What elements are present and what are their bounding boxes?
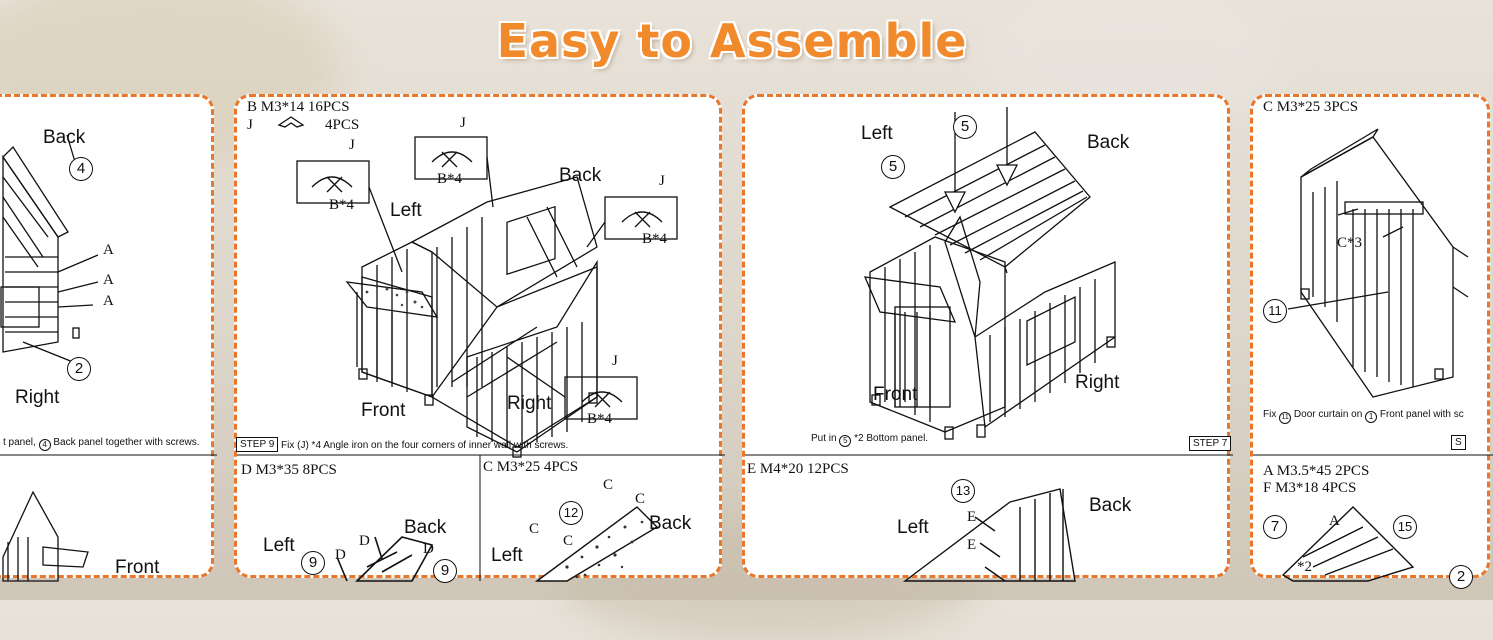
screw-label-d: D (359, 533, 370, 549)
screw-label-a: A (103, 293, 114, 309)
inset-label-j: J (612, 353, 618, 369)
label-back: Back (404, 517, 447, 538)
part-marker-9: 9 (301, 551, 325, 575)
screw-label-d: D (335, 547, 346, 563)
label-front: Front (115, 557, 160, 578)
inset-label-j: J (349, 137, 355, 153)
label-right: Right (1075, 372, 1120, 393)
step-caption: t panel, 4 Back panel together with scre… (3, 437, 200, 451)
step-panel-3: Left 5 5 Back Front Right Put in 5 *2 Bo… (742, 94, 1233, 582)
label-back: Back (559, 165, 602, 186)
inset-label-b4: B*4 (437, 171, 463, 187)
parts-list-c: C M3*25 3PCS (1263, 99, 1359, 115)
step-number: S (1451, 435, 1466, 450)
label-left: Left (491, 545, 523, 566)
screw-label-e: E (967, 509, 977, 525)
inset-label-j: J (659, 173, 665, 189)
step-number: STEP 9 (236, 437, 279, 452)
doghouse-left-wall-drawing (0, 134, 217, 582)
label-front: Front (873, 384, 918, 405)
label-back: Back (1087, 132, 1130, 153)
doghouse-angle-iron-drawing (237, 116, 725, 582)
doghouse-bottom-panel-drawing (745, 107, 1233, 582)
parts-list-b: B M3*14 16PCS (247, 99, 350, 115)
parts-list-j: J (247, 117, 253, 133)
inset-label-b4: B*4 (329, 197, 355, 213)
caption-marker-11: 11 (1279, 412, 1292, 424)
caption-marker-4: 4 (38, 439, 51, 451)
parts-list-e: E M4*20 12PCS (747, 461, 849, 477)
part-marker-15: 15 (1393, 515, 1417, 539)
part-marker-5: 5 (881, 155, 905, 179)
step-panel-2: B M3*14 16PCS J 4PCS J B*4 J B*4 J B*4 J… (234, 94, 725, 583)
label-right: Right (15, 387, 60, 408)
part-marker-5: 5 (953, 115, 977, 139)
screw-label-c: C (603, 477, 614, 493)
step-caption: Fix 11 Door curtain on 1 Front panel wit… (1263, 409, 1464, 424)
screw-label-a: A (103, 272, 114, 288)
parts-list-c: C M3*25 4PCS (483, 459, 579, 475)
caption-marker-5: 5 (839, 435, 852, 447)
screw-label-a: A (1329, 513, 1340, 529)
label-back: Back (649, 513, 692, 534)
label-left: Left (897, 517, 929, 538)
part-marker-2: 2 (1449, 565, 1473, 589)
label-right: Right (507, 393, 552, 414)
caption-marker-1: 1 (1365, 411, 1378, 423)
label-front: Front (361, 400, 406, 421)
parts-list-d: D M3*35 8PCS (241, 462, 337, 478)
part-marker-9: 9 (433, 559, 457, 583)
label-left: Left (390, 200, 422, 221)
part-marker-4: 4 (69, 157, 93, 181)
part-marker-12: 12 (559, 501, 583, 525)
step-number: STEP 7 (1189, 436, 1232, 451)
inset-label-b4: B*4 (587, 411, 613, 427)
label-back: Back (43, 127, 86, 148)
part-marker-7: 7 (1263, 515, 1287, 539)
screw-label-f2: *2 (1297, 559, 1312, 575)
label-back: Back (1089, 495, 1132, 516)
step-caption: Put in 5 *2 Bottom panel. (811, 433, 929, 447)
screw-label-c: C (563, 533, 574, 549)
parts-list-f: F M3*18 4PCS (1263, 480, 1357, 496)
part-marker-2: 2 (67, 357, 91, 381)
step-panel-1: Back 4 A A A 2 Right t panel, 4 Back pan… (0, 94, 217, 582)
inset-label-c3: C*3 (1337, 235, 1363, 251)
label-left: Left (263, 535, 295, 556)
step-panel-4: C M3*25 3PCS C*3 11 Fix 11 Door curtain … (1250, 94, 1493, 589)
step-caption: Fix (J) *4 Angle iron on the four corner… (281, 440, 569, 451)
screw-label-c: C (529, 521, 540, 537)
label-left: Left (861, 123, 893, 144)
parts-list-a: A M3.5*45 2PCS (1263, 463, 1370, 479)
part-marker-11: 11 (1263, 299, 1287, 323)
screw-label-c: C (635, 491, 646, 507)
screw-label-d: D (423, 541, 434, 557)
screw-label-e: E (967, 537, 977, 553)
inset-label-b4: B*4 (642, 231, 668, 247)
screw-label-a: A (103, 242, 114, 258)
inset-label-j: J (460, 115, 466, 131)
doghouse-door-curtain-drawing (1253, 128, 1493, 582)
headline: Easy to Assemble (496, 14, 968, 68)
parts-list-j-qty: 4PCS (325, 117, 360, 133)
part-marker-13: 13 (951, 479, 975, 503)
